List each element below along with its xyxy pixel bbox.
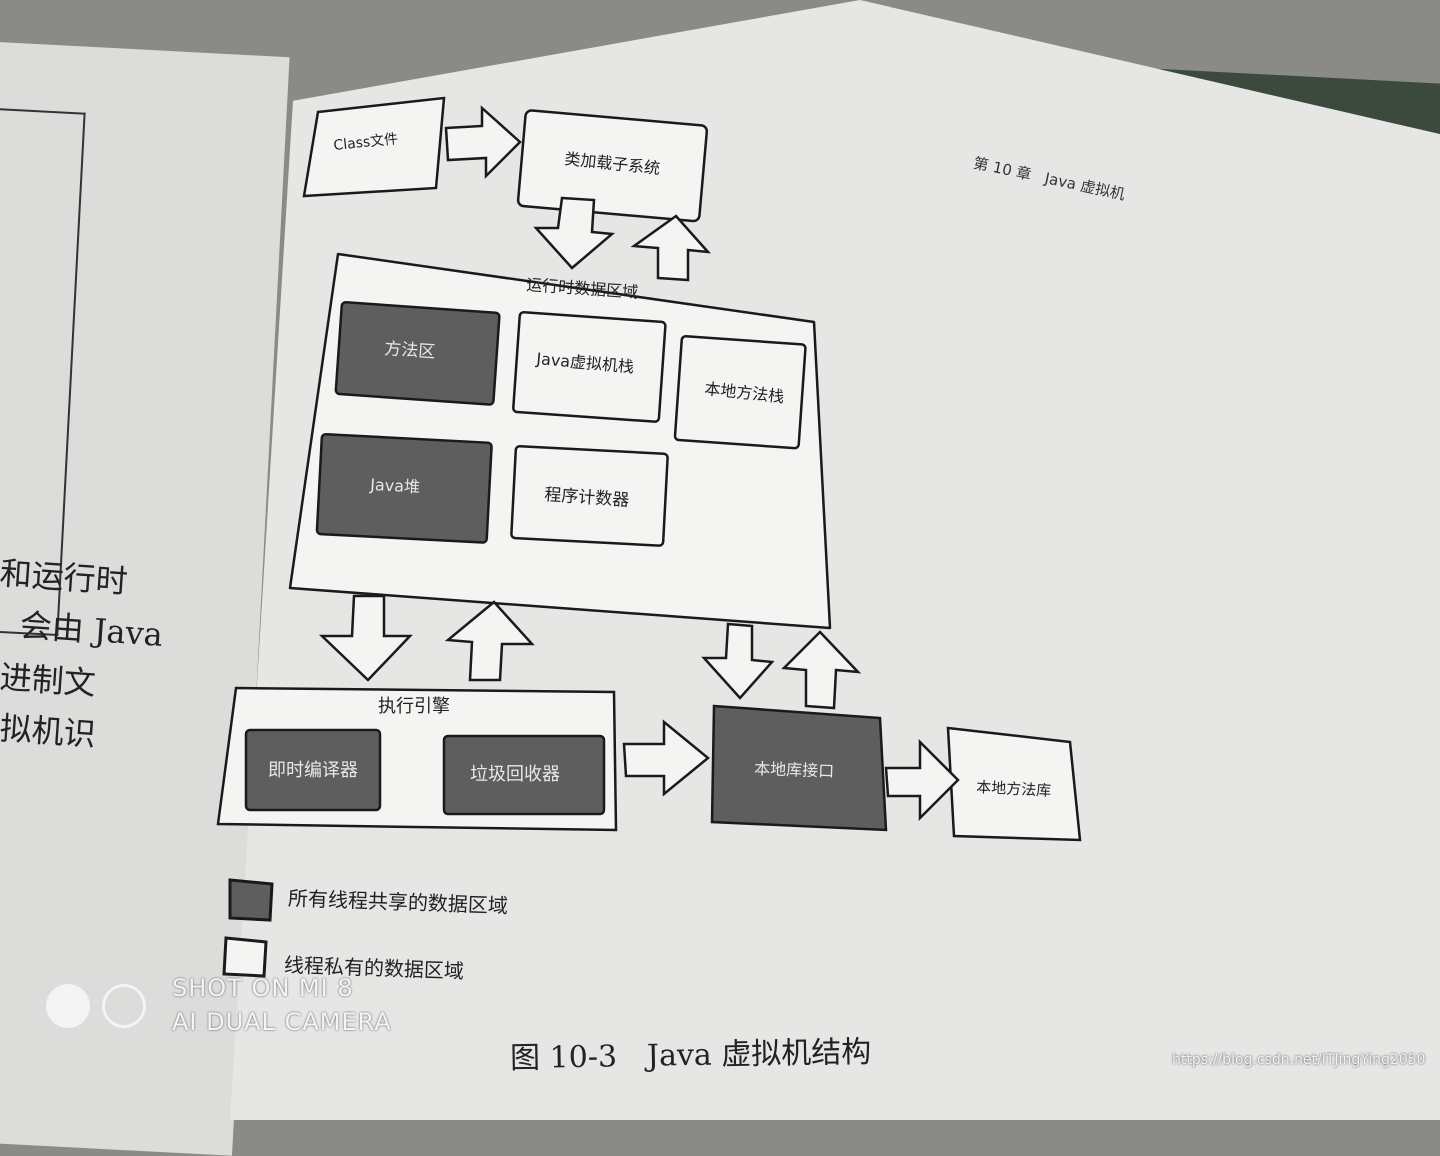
legend-shared-swatch (228, 878, 274, 922)
java-vm-stack-box (512, 311, 667, 423)
native-interface-label: 本地库接口 (754, 759, 835, 781)
source-url: https://blog.csdn.net/ITJingYing2050 (1172, 1052, 1426, 1068)
arrow-right (622, 719, 710, 797)
class-file-shape (302, 96, 446, 198)
native-library-box (946, 726, 1082, 842)
native-method-stack-box (673, 335, 807, 450)
legend-private-swatch (222, 936, 268, 978)
camera-dot-icon (46, 984, 90, 1028)
class-file-label: Class文件 (333, 131, 399, 154)
arrow-right (884, 738, 960, 822)
garbage-collector-box (442, 734, 606, 816)
class-loader-box (516, 109, 709, 223)
arrow-down (318, 594, 413, 682)
jit-compiler-label: 即时编译器 (268, 760, 358, 781)
arrow-down (701, 622, 775, 700)
arrow-down (533, 196, 616, 270)
method-area-box (334, 301, 501, 406)
execution-engine-title: 执行引擎 (378, 696, 450, 717)
program-counter-box (510, 444, 669, 547)
java-heap-box (315, 432, 493, 544)
arrow-right (444, 105, 522, 180)
native-interface-box (710, 704, 888, 832)
watermark-line2: AI DUAL CAMERA (172, 1008, 392, 1036)
arrow-up (781, 630, 862, 710)
java-heap-label: Java堆 (369, 475, 421, 497)
jit-compiler-box (244, 728, 382, 812)
garbage-collector-label: 垃圾回收器 (470, 764, 560, 785)
jvm-structure-diagram: Class文件 类加载子系统 运行时数据区域 方法区 Java虚拟机栈 本地方法… (216, 96, 1082, 978)
arrow-up (630, 214, 712, 282)
method-area-label: 方法区 (384, 339, 436, 363)
arrow-up (444, 600, 535, 682)
native-library-label: 本地方法库 (976, 778, 1052, 800)
camera-ring-icon (102, 984, 146, 1028)
watermark-line1: SHOT ON MI 8 (172, 974, 354, 1002)
figure-caption: 图 10-3 Java 虚拟机结构 (509, 1034, 872, 1077)
